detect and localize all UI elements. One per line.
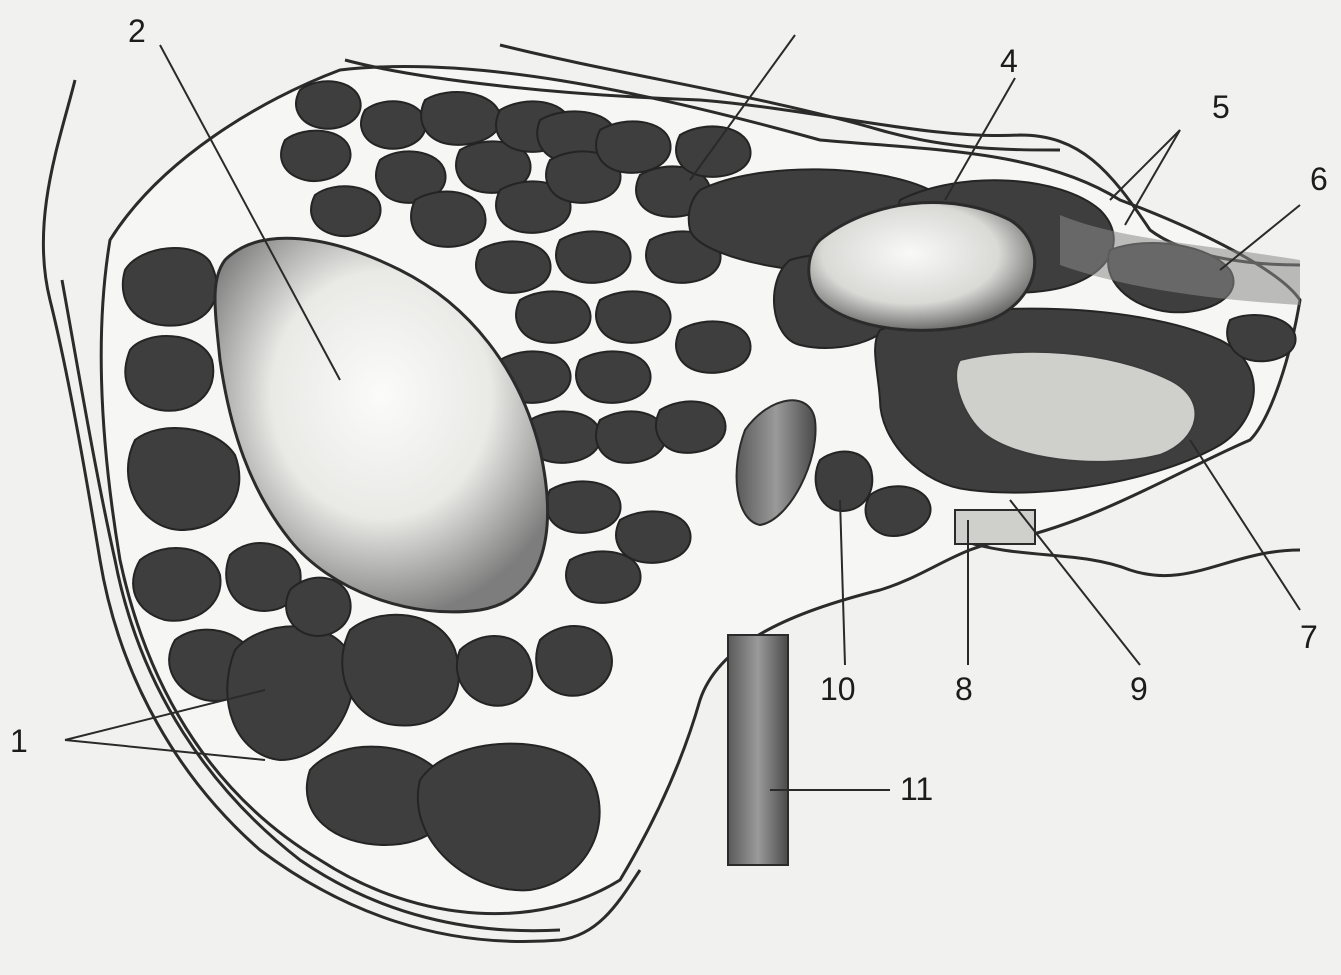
callout-9: 9 — [1130, 671, 1148, 707]
vessel-11 — [728, 635, 788, 865]
callout-8: 8 — [955, 671, 973, 707]
callout-10: 10 — [820, 671, 856, 707]
callout-5: 5 — [1212, 89, 1230, 125]
callout-11: 11 — [900, 771, 933, 807]
callout-7: 7 — [1300, 619, 1318, 655]
callout-6: 6 — [1310, 161, 1328, 197]
callout-2: 2 — [128, 13, 146, 49]
callout-4: 4 — [1000, 43, 1018, 79]
lower-right-membrane — [960, 540, 1300, 576]
callout-1: 1 — [10, 723, 28, 759]
